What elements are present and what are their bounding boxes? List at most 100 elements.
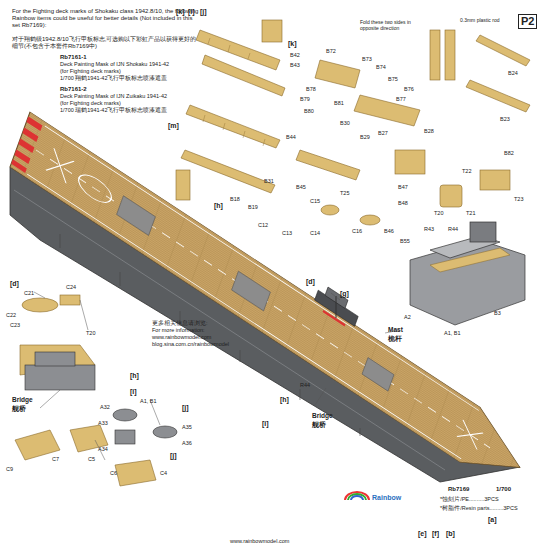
callout-letter: [h] xyxy=(130,372,139,380)
part-number: T23 xyxy=(514,196,523,202)
part-number: C13 xyxy=(282,230,292,236)
part-number: T20 xyxy=(86,330,95,336)
part-number: B30 xyxy=(340,120,350,126)
part-number: B48 xyxy=(398,200,408,206)
part-number: B29 xyxy=(360,134,370,140)
page-number: P2 xyxy=(518,14,537,29)
callout-letter: [d] xyxy=(306,278,315,286)
part-number: T20 xyxy=(434,210,443,216)
callout-letter: [j] xyxy=(182,404,189,412)
part-number: B3 xyxy=(494,310,501,316)
part-number: C24 xyxy=(66,284,76,290)
part-label: 1/700 瑞鹤1941-42飞行甲板标志喷漆遮盖 xyxy=(60,107,167,113)
part-number: A33 xyxy=(98,420,108,426)
callout-letter: [k] xyxy=(288,40,297,48)
part-number: C15 xyxy=(310,198,320,204)
part-number: C14 xyxy=(310,230,320,236)
part-number: B31 xyxy=(264,178,274,184)
part-number: B28 xyxy=(424,128,434,134)
website-text: www.rainbowmodel.com xyxy=(230,538,289,544)
note-text: 对于翔鹤级1942.8/10飞行甲板标志,可选购以下彩虹产品以获得更好的细节(不… xyxy=(12,36,202,50)
part-number: C6 xyxy=(110,470,117,476)
callout-letter: [g] xyxy=(340,290,349,298)
part-number: R43 xyxy=(424,226,434,232)
part-number: B55 xyxy=(400,238,410,244)
scale-text: 1/700 xyxy=(496,486,511,493)
part-number: C4 xyxy=(160,470,167,476)
website-text: For more information: xyxy=(152,327,205,333)
part-label: Fold these two sides in opposite directi… xyxy=(360,20,430,32)
part-number: B46 xyxy=(384,228,394,234)
part-label: Mast xyxy=(388,326,403,333)
part-number: B81 xyxy=(334,100,344,106)
callout-letter: [i] xyxy=(262,420,269,428)
part-label: Rb7161-1 xyxy=(60,54,87,61)
part-number: C23 xyxy=(10,322,20,328)
callout-letter: [j] xyxy=(170,452,177,460)
callout-letter: [d] xyxy=(10,280,19,288)
part-number: T25 xyxy=(340,190,349,196)
part-label: 舰桥 xyxy=(12,405,26,412)
part-number: B77 xyxy=(396,96,406,102)
part-number: A1, B1 xyxy=(140,398,157,404)
part-number: B79 xyxy=(300,96,310,102)
part-label: (for Fighting deck marks) xyxy=(60,100,121,106)
part-number: C21 xyxy=(24,290,34,296)
part-label: 桅杆 xyxy=(388,335,402,342)
part-number: B42 xyxy=(290,52,300,58)
set-number: Rb7169 xyxy=(448,486,469,493)
part-number: C5 xyxy=(88,456,95,462)
part-number: R44 xyxy=(300,382,310,388)
part-number: B78 xyxy=(306,86,316,92)
part-label: 0.3mm plastic rod xyxy=(460,18,520,24)
callout-letter: [i] xyxy=(130,388,137,396)
callout-letter: [l] xyxy=(188,8,195,16)
part-number: B19 xyxy=(248,204,258,210)
callout-letter: [f] xyxy=(432,530,439,538)
part-number: B73 xyxy=(362,56,372,62)
callout-letter: [m] xyxy=(168,122,179,130)
part-number: A32 xyxy=(100,404,110,410)
website-text: 更多相关信息请浏览: xyxy=(152,320,208,326)
part-number: A1, B1 xyxy=(444,330,461,336)
part-number: B23 xyxy=(500,116,510,122)
part-number: T21 xyxy=(466,210,475,216)
part-number: T22 xyxy=(462,168,471,174)
part-number: B75 xyxy=(388,76,398,82)
part-label: 1/700 翔鹤1941-42飞行甲板标志喷漆遮盖 xyxy=(60,75,167,81)
part-number: A34 xyxy=(98,446,108,452)
part-number: C7 xyxy=(52,456,59,462)
website-text: blog.sina.com.cn/rainbowmodel xyxy=(152,341,229,347)
part-number: A36 xyxy=(182,440,192,446)
contents-line: *蚀刻片/PE..........3PCS xyxy=(440,496,499,502)
part-number: B24 xyxy=(508,70,518,76)
part-number: C9 xyxy=(6,466,13,472)
part-number: C22 xyxy=(6,312,16,318)
callout-letter: [h] xyxy=(280,396,289,404)
part-number: B45 xyxy=(296,184,306,190)
callout-letter: [j] xyxy=(200,8,207,16)
part-number: A2 xyxy=(404,314,411,320)
callout-letter: [h] xyxy=(214,202,223,210)
part-number: B47 xyxy=(398,184,408,190)
part-number: B72 xyxy=(326,48,336,54)
part-number: B27 xyxy=(378,130,388,136)
part-number: B74 xyxy=(376,64,386,70)
callout-letter: [b] xyxy=(446,530,455,538)
part-label: Deck Painting Mask of IJN Zuikaku 1941-4… xyxy=(60,93,167,99)
part-number: A35 xyxy=(182,424,192,430)
part-label: Bridge xyxy=(312,412,333,419)
part-label: 舰桥 xyxy=(312,421,326,428)
part-label: Rb7161-2 xyxy=(60,86,87,93)
part-number: B82 xyxy=(504,150,514,156)
brand-name: Rainbow xyxy=(372,494,401,502)
part-label: (for Fighting deck marks) xyxy=(60,68,121,74)
callout-letter: [e] xyxy=(418,530,427,538)
part-number: C12 xyxy=(258,222,268,228)
part-number: B43 xyxy=(290,62,300,68)
contents-line: *树脂件/Resin parts.........3PCS xyxy=(440,505,518,511)
part-number: B44 xyxy=(286,134,296,140)
note-text: For the Fighting deck marks of Shokaku c… xyxy=(12,8,202,29)
part-number: B76 xyxy=(404,86,414,92)
